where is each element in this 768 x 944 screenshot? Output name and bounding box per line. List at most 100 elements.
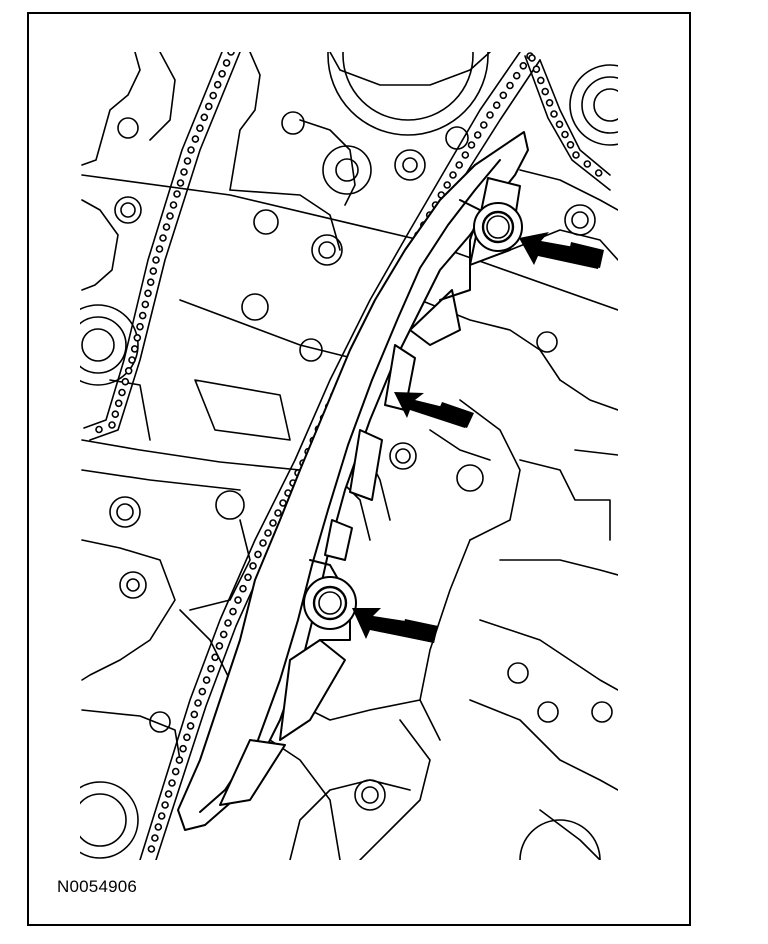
chain-link	[519, 62, 528, 70]
chain-link	[499, 91, 508, 100]
chain-link	[179, 744, 187, 753]
chain-link	[111, 410, 120, 419]
chain-link	[130, 345, 139, 353]
chain-link	[194, 699, 202, 707]
chain-link	[133, 333, 142, 342]
chain-link	[594, 169, 603, 177]
chain-link	[147, 845, 156, 853]
chain-link	[176, 179, 185, 187]
chain-link	[173, 190, 181, 198]
chain-link	[218, 70, 226, 78]
chain-link	[159, 234, 167, 242]
chain-link	[154, 823, 163, 831]
chain-link	[152, 256, 160, 264]
timing-chains	[83, 52, 611, 860]
sprockets	[80, 52, 618, 860]
chain-link	[191, 135, 200, 143]
chain-link	[215, 642, 224, 650]
chain-link	[207, 664, 215, 673]
chain-link	[121, 377, 130, 386]
upper-guide-bolt-arrow	[519, 232, 604, 269]
chain-link	[161, 801, 169, 809]
chain-link	[219, 630, 228, 639]
chain-link	[455, 161, 464, 169]
chain-link	[168, 779, 176, 787]
chain-link	[244, 573, 252, 582]
chain-link	[566, 141, 575, 149]
chain-link	[274, 509, 282, 517]
chain-link	[196, 124, 204, 132]
chain-link	[545, 99, 554, 107]
chain-link	[157, 812, 166, 820]
chain-link	[536, 76, 545, 85]
figure-id-label: N0054906	[57, 877, 138, 896]
chain-link	[198, 687, 207, 696]
chain-link	[532, 65, 541, 73]
chain-link	[108, 421, 116, 429]
chain-link	[180, 168, 188, 176]
chain-link	[187, 146, 195, 154]
chain-link	[171, 767, 180, 776]
chain-link	[473, 131, 482, 139]
chain-link	[528, 54, 536, 62]
chain-link	[541, 87, 550, 96]
chain-link	[141, 300, 150, 309]
chain-link	[162, 223, 171, 231]
chain-link	[227, 52, 235, 56]
chain-link	[506, 81, 514, 90]
chain-link	[583, 160, 592, 168]
chain-link	[461, 151, 470, 159]
chain-link	[209, 91, 217, 100]
chain-link	[183, 157, 192, 165]
chain-link	[149, 267, 158, 275]
chain-link	[486, 111, 494, 119]
chain-link	[144, 289, 152, 298]
chain-link	[264, 529, 272, 537]
chain-link	[138, 311, 147, 320]
chain-link	[136, 322, 144, 331]
chain-link	[169, 201, 178, 209]
lower-guide-bolt-arrow	[352, 608, 438, 643]
chain-link	[114, 399, 123, 408]
chain-link	[512, 71, 521, 80]
chain-link	[166, 212, 174, 220]
chain-link	[213, 80, 222, 89]
engine-block-outline	[81, 52, 618, 860]
chain-link	[164, 790, 173, 798]
chain-link	[229, 607, 237, 616]
chain-link	[190, 710, 199, 719]
chain-link	[200, 113, 209, 122]
chain-link	[128, 356, 136, 364]
chain-link	[449, 171, 457, 179]
chain-link	[249, 562, 257, 570]
chain-link	[572, 151, 580, 159]
chain-link	[118, 388, 126, 397]
chain-link	[443, 181, 452, 189]
chain-link	[492, 101, 501, 109]
chain-link	[205, 102, 213, 111]
chain-link	[151, 834, 159, 842]
chain-link	[183, 733, 191, 742]
chain-link	[234, 596, 242, 604]
chain-link	[550, 110, 558, 118]
guide-arrow	[394, 392, 474, 428]
chain-link	[224, 619, 232, 627]
upper-guide-bolt	[473, 202, 523, 252]
chain-link	[124, 366, 133, 375]
chain-link	[186, 722, 195, 730]
chain-link	[239, 584, 247, 593]
chain-link	[211, 653, 219, 662]
chain-link	[202, 676, 211, 684]
chain-link	[95, 425, 103, 434]
chain-link	[561, 130, 569, 139]
chain-link	[222, 59, 231, 67]
chain-link	[467, 141, 476, 149]
chain-link	[175, 756, 184, 764]
chain-link	[479, 121, 488, 129]
bolt-holes	[109, 111, 613, 811]
chain-link	[155, 245, 164, 253]
chain-link	[146, 278, 155, 287]
chain-link	[269, 519, 277, 527]
chain-link	[259, 539, 267, 547]
